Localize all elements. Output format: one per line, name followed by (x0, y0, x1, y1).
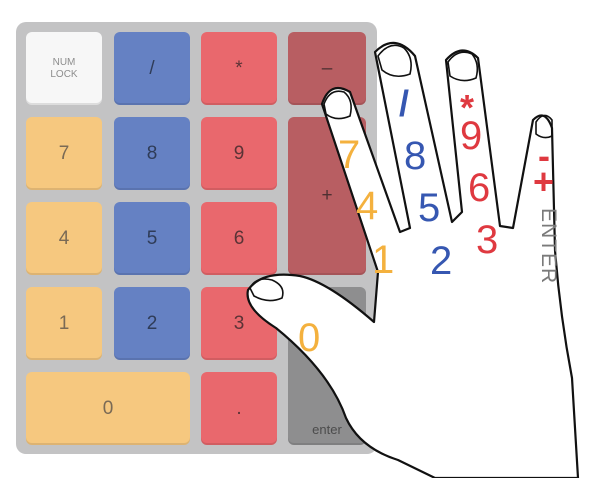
middle-label-slash: / (399, 83, 410, 124)
seven-key-label: 7 (58, 142, 70, 164)
dot-key-label: . (236, 397, 242, 419)
numeric-keypad: NUM LOCK / * – 7 8 9 + 4 5 6 1 2 3 enter (16, 22, 377, 454)
thumb-nail (249, 278, 284, 302)
ring-label-9: 9 (460, 114, 483, 158)
nine-key-label: 9 (233, 142, 245, 164)
middle-label-2: 2 (430, 239, 453, 283)
minus-key-label: – (321, 57, 333, 79)
one-key-label: 1 (58, 312, 70, 334)
four-key-label: 4 (58, 227, 70, 249)
index-label-7: 7 (338, 133, 361, 177)
ring-label-asterisk: * (460, 87, 475, 128)
asterisk-key[interactable]: * (201, 32, 277, 105)
eight-key-label: 8 (146, 142, 158, 164)
numlock-label-line2: LOCK (50, 68, 78, 80)
one-key[interactable]: 1 (26, 287, 102, 360)
three-key-label: 3 (233, 312, 245, 334)
pinky-label-enter: ENTER (537, 208, 560, 285)
middle-label-8: 8 (404, 134, 427, 178)
numlock-label-line1: NUM (52, 56, 76, 68)
dot-key[interactable]: . (201, 372, 277, 445)
six-key-label: 6 (233, 227, 245, 249)
zero-key-label: 0 (102, 397, 114, 419)
middle-nail (377, 44, 412, 78)
five-key-label: 5 (146, 227, 158, 249)
enter-key-label: enter (312, 422, 342, 437)
slash-key-label: / (149, 57, 155, 79)
ring-label-6: 6 (468, 166, 491, 210)
ring-nail (447, 51, 479, 82)
six-key[interactable]: 6 (201, 202, 277, 275)
plus-key-label: + (321, 185, 333, 206)
pinky-nail (535, 114, 553, 139)
middle-label-5: 5 (418, 186, 441, 230)
seven-key[interactable]: 7 (26, 117, 102, 190)
eight-key[interactable]: 8 (114, 117, 190, 190)
two-key[interactable]: 2 (114, 287, 190, 360)
slash-key[interactable]: / (114, 32, 190, 105)
numlock-key[interactable]: NUM LOCK (26, 32, 102, 105)
index-nail (323, 90, 352, 120)
hand-outline (246, 41, 580, 478)
two-key-label: 2 (146, 312, 158, 334)
pinky-label-minus: - (538, 135, 550, 176)
four-key[interactable]: 4 (26, 202, 102, 275)
pinky-label-plus: + (533, 161, 555, 202)
index-label-4: 4 (356, 184, 379, 228)
thumb-label-0: 0 (298, 316, 321, 360)
asterisk-key-label: * (235, 57, 243, 79)
nine-key[interactable]: 9 (201, 117, 277, 190)
index-label-1: 1 (372, 238, 395, 282)
five-key[interactable]: 5 (114, 202, 190, 275)
ring-label-3: 3 (476, 218, 499, 262)
zero-key[interactable]: 0 (26, 372, 190, 445)
